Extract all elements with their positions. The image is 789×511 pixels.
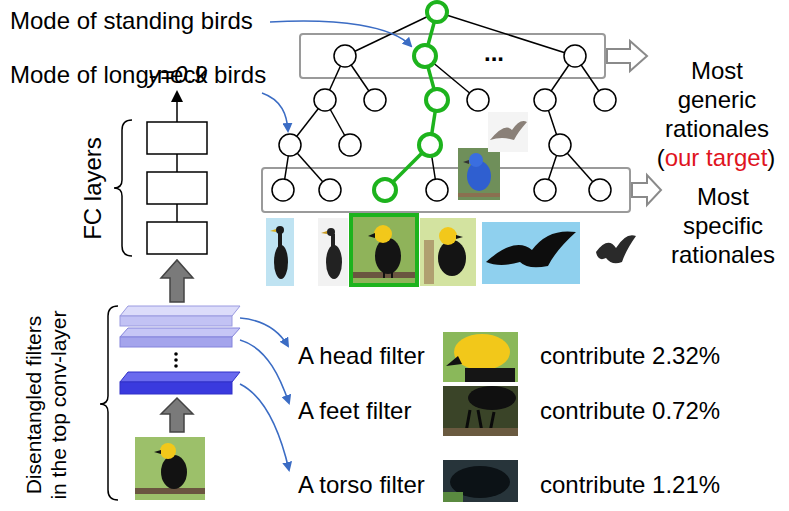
filter-patch bbox=[443, 460, 518, 502]
text-label: contribute 0.72% bbox=[540, 396, 720, 425]
conv-filter-layer bbox=[120, 306, 240, 394]
leader-arrow bbox=[240, 318, 289, 470]
leader-arrow bbox=[262, 21, 411, 131]
axis-label: Disentangled filters in the top conv-lay… bbox=[20, 308, 70, 503]
target-note: ( bbox=[657, 144, 665, 171]
note-line: (our target) bbox=[657, 143, 776, 172]
fc-layer bbox=[147, 122, 207, 254]
bird-photo bbox=[266, 218, 294, 286]
text-label: A head filter bbox=[298, 341, 425, 370]
text-label: Most generic rationales bbox=[650, 56, 784, 143]
text-label: Mode of long-neck birds bbox=[10, 60, 266, 89]
text-label: contribute 1.21% bbox=[540, 470, 720, 499]
bird-photo bbox=[590, 226, 640, 284]
text-label: ... bbox=[484, 38, 504, 67]
input-photo bbox=[135, 437, 205, 500]
text-label: A torso filter bbox=[298, 470, 425, 499]
axis-label: FC layers bbox=[78, 113, 107, 263]
tree-node bbox=[272, 45, 616, 201]
bird-photo bbox=[458, 148, 500, 200]
text-label: contribute 2.32% bbox=[540, 341, 720, 370]
bird-photo bbox=[318, 218, 348, 286]
text-label: Mode of standing birds bbox=[10, 6, 253, 35]
bird-photo bbox=[420, 218, 476, 286]
text-label: y=0.9 bbox=[148, 60, 207, 89]
output-arrow bbox=[177, 92, 178, 122]
filter-patch bbox=[443, 332, 518, 382]
tree-edges bbox=[283, 12, 605, 190]
target-note: ) bbox=[767, 144, 775, 171]
bird-photo bbox=[488, 112, 528, 152]
bird-photo bbox=[482, 222, 580, 284]
text-label: Most specific rationales bbox=[664, 182, 782, 269]
filter-patch bbox=[443, 386, 518, 436]
rationale-band bbox=[262, 34, 661, 212]
selection-frame bbox=[351, 215, 417, 285]
bird-photo bbox=[352, 216, 416, 284]
target-note: our target bbox=[665, 144, 768, 171]
text-label: A feet filter bbox=[298, 396, 411, 425]
